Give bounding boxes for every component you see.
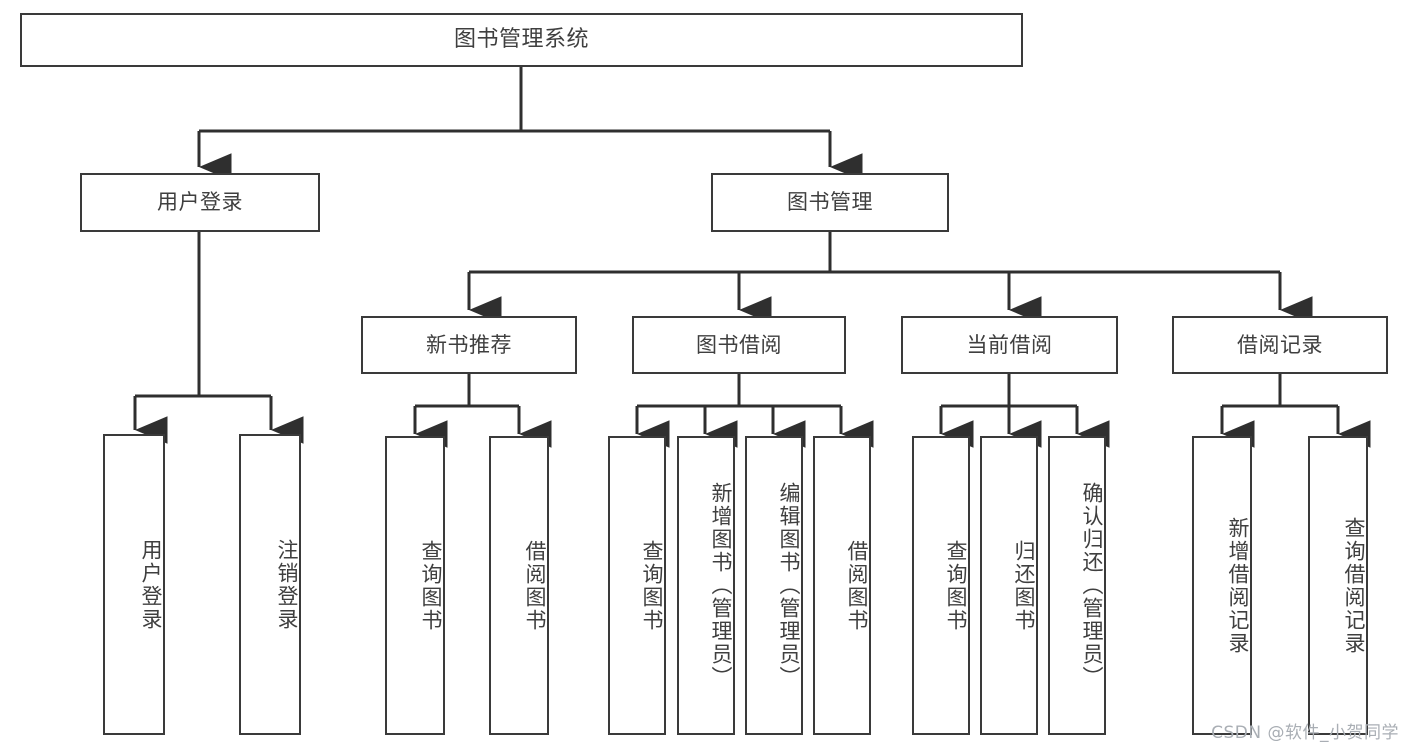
node-user-login[interactable]: 用户登录 (80, 173, 320, 232)
node-book-manage[interactable]: 图书管理 (711, 173, 949, 232)
node-leaf-query-book-1[interactable]: 查询图书 (385, 436, 445, 735)
node-label: 借阅记录 (1237, 332, 1323, 357)
node-leaf-query-book-3[interactable]: 查询图书 (912, 436, 970, 735)
node-label: 用户登录 (157, 190, 243, 215)
node-label: 图书管理 (787, 190, 873, 215)
node-label: 新书推荐 (426, 332, 512, 357)
node-leaf-add-record[interactable]: 新增借阅记录 (1192, 436, 1252, 735)
node-label: 用户登录 (139, 538, 163, 631)
node-label: 查询借阅记录 (1342, 516, 1366, 655)
node-label: 编辑图书（管理员） (777, 482, 801, 689)
node-leaf-borrow-book-1[interactable]: 借阅图书 (489, 436, 549, 735)
node-label: 借阅图书 (845, 539, 869, 632)
node-label: 新增图书（管理员） (709, 482, 733, 689)
node-book-borrow[interactable]: 图书借阅 (632, 316, 846, 374)
node-label: 查询图书 (419, 539, 443, 632)
node-root-system[interactable]: 图书管理系统 (20, 13, 1023, 67)
node-leaf-query-book-2[interactable]: 查询图书 (608, 436, 666, 735)
node-leaf-query-record[interactable]: 查询借阅记录 (1308, 436, 1368, 735)
csdn-watermark: CSDN @软件_小贺同学 (1211, 723, 1399, 743)
node-leaf-user-login[interactable]: 用户登录 (103, 434, 165, 735)
node-leaf-confirm-return[interactable]: 确认归还（管理员） (1048, 436, 1106, 735)
node-label: 查询图书 (640, 539, 664, 632)
node-borrow-record[interactable]: 借阅记录 (1172, 316, 1388, 374)
node-leaf-return-book[interactable]: 归还图书 (980, 436, 1038, 735)
node-label: 注销登录 (275, 538, 299, 631)
node-label: 图书管理系统 (453, 27, 589, 53)
node-label: 当前借阅 (966, 332, 1053, 357)
node-label: 借阅图书 (523, 539, 547, 632)
node-label: 图书借阅 (696, 332, 782, 357)
node-label: 新增借阅记录 (1226, 516, 1250, 655)
node-current-borrow[interactable]: 当前借阅 (901, 316, 1118, 374)
node-label: 归还图书 (1012, 539, 1036, 632)
node-label: 确认归还（管理员） (1080, 482, 1104, 689)
node-leaf-borrow-book-2[interactable]: 借阅图书 (813, 436, 871, 735)
node-leaf-add-book[interactable]: 新增图书（管理员） (677, 436, 735, 735)
node-leaf-user-logout[interactable]: 注销登录 (239, 434, 301, 735)
node-label: 查询图书 (944, 539, 968, 632)
node-leaf-edit-book[interactable]: 编辑图书（管理员） (745, 436, 803, 735)
node-new-book-recommend[interactable]: 新书推荐 (361, 316, 577, 374)
